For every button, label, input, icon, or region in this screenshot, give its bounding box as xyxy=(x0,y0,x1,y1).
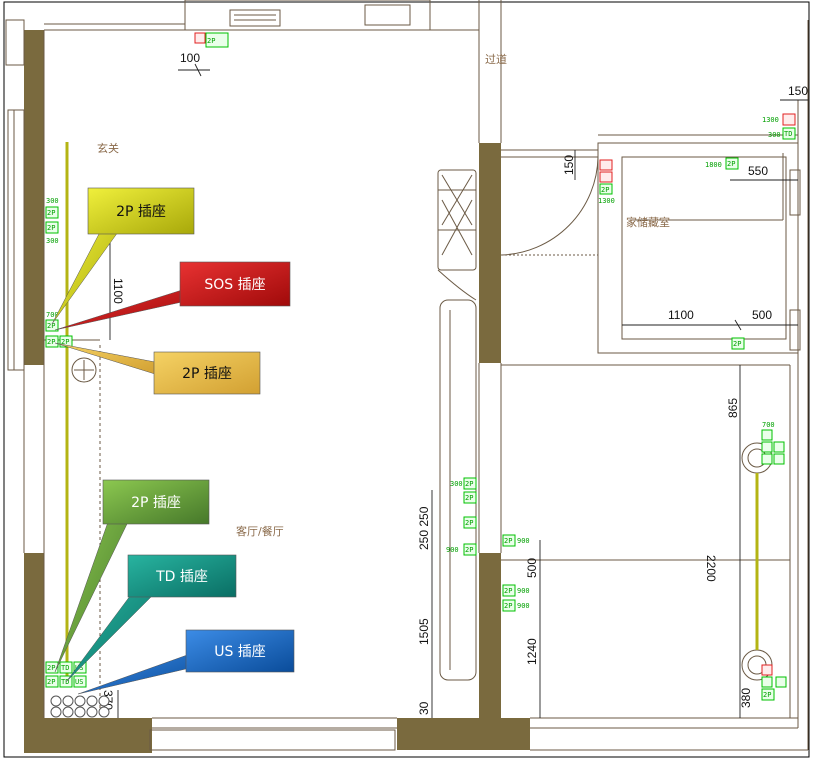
socket-cabinet-side: 2P 2P 2P 2P xyxy=(463,477,477,556)
svg-text:TD: TD xyxy=(61,678,69,686)
room-label-storage: 家储藏室 xyxy=(626,215,670,229)
wall-bottom-mid xyxy=(397,718,530,750)
socket-height-900-c: 900 xyxy=(517,602,530,610)
room-label-corridor: 过道 xyxy=(485,52,507,66)
svg-text:2P: 2P xyxy=(727,160,735,168)
socket-right-upper xyxy=(761,429,785,465)
dim-150-door: 150 xyxy=(562,155,576,175)
svg-text:2P: 2P xyxy=(504,587,512,595)
socket-height-1300-door: 1300 xyxy=(598,197,615,205)
svg-text:2P: 2P xyxy=(733,340,741,348)
socket-height-1800: 1800 xyxy=(705,161,722,169)
callout-2p-middle: 2P 插座 xyxy=(153,351,261,395)
svg-text:2P: 2P xyxy=(61,338,69,346)
socket-sos-entry: 2P xyxy=(45,319,59,332)
callout-label: US 插座 xyxy=(214,644,266,660)
dim-250-250: 250 250 xyxy=(417,506,431,550)
callout-td: TD 插座 xyxy=(127,554,237,598)
svg-text:TD: TD xyxy=(784,130,792,138)
svg-text:2P: 2P xyxy=(47,209,55,217)
dim-1505: 1505 xyxy=(417,618,431,645)
callout-label: 2P 插座 xyxy=(116,204,166,220)
dim-380: 380 xyxy=(739,688,753,708)
room-label-living: 客厅/餐厅 xyxy=(236,524,284,538)
svg-text:2P: 2P xyxy=(47,338,55,346)
socket-top-corridor: 2P xyxy=(194,32,229,48)
socket-height-300-cab: 300 xyxy=(450,480,463,488)
socket-storage-inner: 2P xyxy=(731,337,745,350)
floor-outlet-row xyxy=(50,695,110,718)
walls xyxy=(24,30,530,753)
svg-text:2P: 2P xyxy=(763,691,771,699)
dim-1240: 1240 xyxy=(525,638,539,665)
wall-mid-lower xyxy=(479,553,501,720)
svg-text:2P: 2P xyxy=(47,322,55,330)
svg-text:TD: TD xyxy=(61,664,69,672)
svg-text:2P: 2P xyxy=(504,537,512,545)
callout-label: 2P 插座 xyxy=(131,495,181,511)
svg-text:2P: 2P xyxy=(465,546,473,554)
room-label-entry: 玄关 xyxy=(97,141,119,155)
svg-text:2P: 2P xyxy=(207,37,215,45)
socket-height-700-r: 700 xyxy=(762,421,775,429)
svg-text:2P: 2P xyxy=(47,678,55,686)
svg-text:2P: 2P xyxy=(47,664,55,672)
socket-height-300-tr: 300 xyxy=(768,131,781,139)
socket-2p-entry-lower: 2P 2P xyxy=(45,335,73,348)
dim-1100-entry: 1100 xyxy=(111,278,125,304)
callout-sos: SOS 插座 xyxy=(179,261,291,307)
socket-storage-top: 2P xyxy=(725,157,739,170)
svg-text:2P: 2P xyxy=(601,186,609,194)
svg-text:2P: 2P xyxy=(47,224,55,232)
socket-height-900-b: 900 xyxy=(517,587,530,595)
callout-label: 2P 插座 xyxy=(182,366,232,382)
svg-text:2P: 2P xyxy=(465,519,473,527)
callout-label: SOS 插座 xyxy=(204,277,265,293)
socket-storage-door: 2P xyxy=(599,159,613,195)
dim-30: 30 xyxy=(417,701,431,715)
callout-label: TD 插座 xyxy=(155,569,208,585)
drawing-frame xyxy=(3,1,810,758)
socket-height-900-cab: 900 xyxy=(446,546,459,554)
socket-top-right: TD xyxy=(782,113,796,140)
wall-left-upper xyxy=(24,30,44,365)
socket-2p-entry-upper: 2P 2P xyxy=(45,206,59,234)
socket-markers: 2P 2P 300 300 2P 700 2P 2P 2P TD US 2P T… xyxy=(45,32,796,718)
socket-living-side: 2P 2P 2P xyxy=(502,534,516,612)
socket-height-300-b: 300 xyxy=(46,237,59,245)
dim-100: 100 xyxy=(180,51,200,65)
socket-height-300-a: 300 xyxy=(46,197,59,205)
wall-mid-upper xyxy=(479,143,501,363)
dim-150-top: 150 xyxy=(788,84,808,98)
wall-left-lower xyxy=(24,553,44,753)
socket-height-700: 700 xyxy=(46,311,59,319)
socket-right-lower: 2P xyxy=(761,664,787,701)
wall-bottom-left xyxy=(24,718,152,753)
dim-550: 550 xyxy=(748,164,768,178)
svg-text:US: US xyxy=(75,678,83,686)
svg-text:2P: 2P xyxy=(465,494,473,502)
callout-pointers xyxy=(51,231,191,695)
dim-500-storage: 500 xyxy=(752,308,772,322)
conduit-lines xyxy=(65,142,759,680)
dim-500-living: 500 xyxy=(525,558,539,578)
socket-height-1300-red: 1300 xyxy=(762,116,779,124)
dim-2200: 2200 xyxy=(704,555,718,582)
socket-height-900-a: 900 xyxy=(517,537,530,545)
room-outlines xyxy=(5,0,809,751)
dim-1100-storage: 1100 xyxy=(668,308,694,322)
svg-text:2P: 2P xyxy=(465,480,473,488)
callout-2p-lower: 2P 插座 xyxy=(102,479,210,525)
callout-2p-upper: 2P 插座 xyxy=(87,187,195,235)
callout-us: US 插座 xyxy=(185,629,295,673)
svg-text:2P: 2P xyxy=(504,602,512,610)
dim-865: 865 xyxy=(726,398,740,418)
